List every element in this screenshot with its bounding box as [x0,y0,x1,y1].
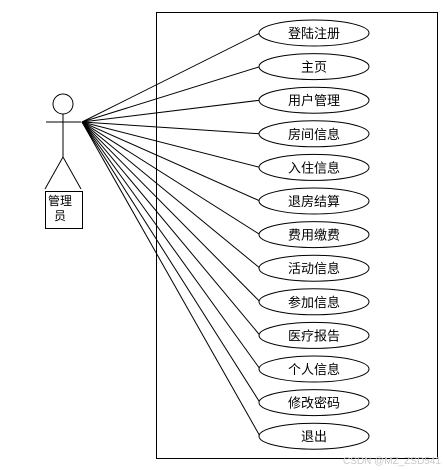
use-case-ellipse [258,355,370,383]
use-case-ellipse [258,321,370,349]
association-line [81,121,261,336]
use-case: 医疗报告 [258,321,370,349]
use-case-label: 主页 [301,61,327,76]
use-case-label: 医疗报告 [288,329,340,344]
use-case-ellipse [258,53,370,81]
use-case: 退出 [258,422,370,450]
use-case-label: 退房结算 [288,194,340,210]
system-boundary [156,12,438,459]
use-case-ellipse [258,153,370,181]
use-case: 费用缴费 [258,221,370,249]
association-line [81,121,261,303]
association-line [81,121,261,269]
association-line [81,121,261,236]
use-case: 用户管理 [258,86,370,114]
use-case: 修改密码 [258,389,370,417]
use-case-label: 修改密码 [288,396,340,412]
association-lines [81,32,261,437]
association-line [81,121,261,202]
actor-label-box [45,191,83,229]
association-line [81,121,261,135]
use-case-label: 用户管理 [288,93,340,109]
use-case: 个人信息 [258,355,370,383]
use-case-ellipse [258,120,370,148]
use-case-ellipse [258,19,370,47]
use-case: 退房结算 [258,187,370,215]
association-line [81,32,261,123]
watermark: CSDN @MZ_ZSD541 [343,456,441,467]
association-line [81,121,261,168]
association-line [81,66,261,123]
use-case-label: 房间信息 [288,127,340,143]
association-line [81,121,261,403]
association-line [81,99,261,123]
use-case-label: 个人信息 [288,362,340,378]
actor-leg-left [44,156,64,190]
use-case: 主页 [258,53,370,81]
use-case-label: 退出 [301,430,327,445]
use-case-ellipse [258,86,370,114]
use-case-ellipse [258,254,370,282]
use-case: 登陆注册 [258,19,370,47]
use-case-label: 登陆注册 [288,26,340,42]
use-case-ellipse [258,187,370,215]
use-case-label: 活动信息 [288,261,340,277]
actor-label: 管理员 [47,194,72,223]
use-case: 入住信息 [258,153,370,181]
association-line [81,121,261,437]
actor-head [52,93,74,115]
use-case-ellipse [258,221,370,249]
actor-leg-right [62,156,82,190]
use-case-ellipse [258,288,370,316]
association-line [81,121,261,370]
use-case-label: 参加信息 [288,295,340,311]
use-case-ellipse [258,389,370,417]
use-case-group: 登陆注册主页用户管理房间信息入住信息退房结算费用缴费活动信息参加信息医疗报告个人… [258,19,370,450]
use-case-ellipse [258,422,370,450]
use-case: 活动信息 [258,254,370,282]
use-case-label: 费用缴费 [288,229,340,244]
use-case: 房间信息 [258,120,370,148]
use-case: 参加信息 [258,288,370,316]
use-case-label: 入住信息 [288,160,340,176]
actor-figure [44,93,82,190]
